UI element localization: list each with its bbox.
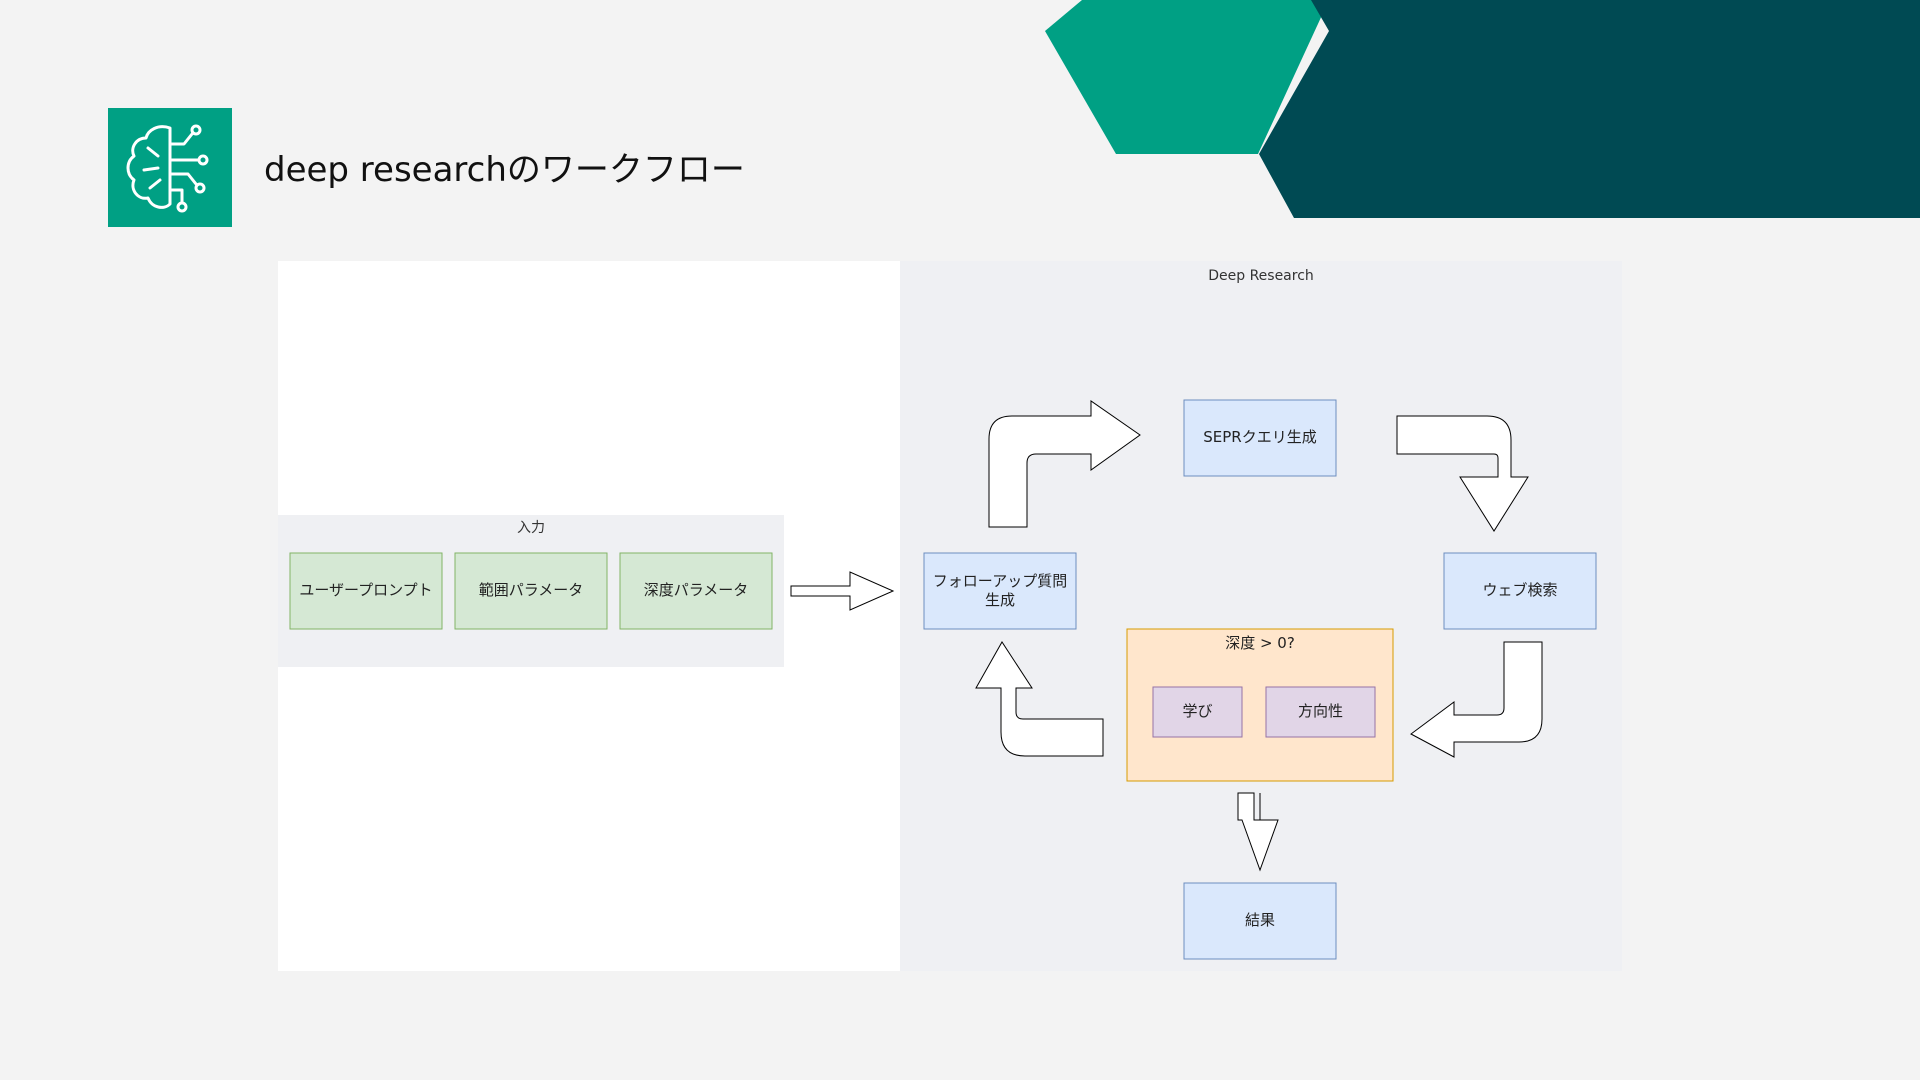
- depth-to-result-arrow: [1237, 792, 1279, 872]
- user-prompt-label: ユーザープロンプト: [299, 581, 433, 600]
- depth-param-box: [619, 552, 773, 630]
- direction-box: [1265, 686, 1376, 738]
- web-search-box: [1443, 552, 1597, 630]
- direction-label: 方向性: [1297, 702, 1343, 721]
- scope-param-box: [454, 552, 608, 630]
- depth-to-followup-arrow: [975, 641, 1104, 757]
- learning-box: [1152, 686, 1243, 738]
- input-group-label: 入力: [517, 519, 545, 536]
- followup-gen-box: [923, 552, 1077, 630]
- result-label: 結果: [1244, 911, 1275, 930]
- query-gen-box: [1183, 399, 1337, 477]
- learning-label: 学び: [1182, 702, 1213, 721]
- depth-param-label: 深度パラメータ: [643, 581, 749, 600]
- green-hexagon-shape: [1045, 0, 1329, 154]
- result-box: [1183, 882, 1337, 960]
- scope-param-label: 範囲パラメータ: [478, 581, 584, 600]
- depth-check-label: 深度 > 0?: [1225, 634, 1295, 653]
- search-to-depth-arrow: [1410, 641, 1543, 758]
- diagram-canvas: 入力 ユーザープロンプト 範囲パラメータ 深度パラメータ Deep Resear…: [278, 261, 1622, 971]
- brain-circuit-icon: [126, 124, 209, 213]
- followup-gen-label: フォローアップ質問 生成: [932, 571, 1068, 610]
- deep-research-group-label: Deep Research: [1208, 267, 1314, 284]
- input-to-research-arrow: [790, 571, 895, 611]
- query-gen-label: SEPRクエリ生成: [1203, 428, 1317, 447]
- query-to-search-arrow: [1396, 415, 1529, 532]
- dark-teal-banner-shape: [1259, 0, 1920, 218]
- user-prompt-box: [289, 552, 443, 630]
- web-search-label: ウェブ検索: [1482, 581, 1558, 600]
- followup-to-query-arrow: [988, 400, 1141, 528]
- slide-title: deep researchのワークフロー: [264, 150, 745, 190]
- logo-badge: [108, 108, 232, 227]
- workflow-diagram: [278, 261, 1622, 971]
